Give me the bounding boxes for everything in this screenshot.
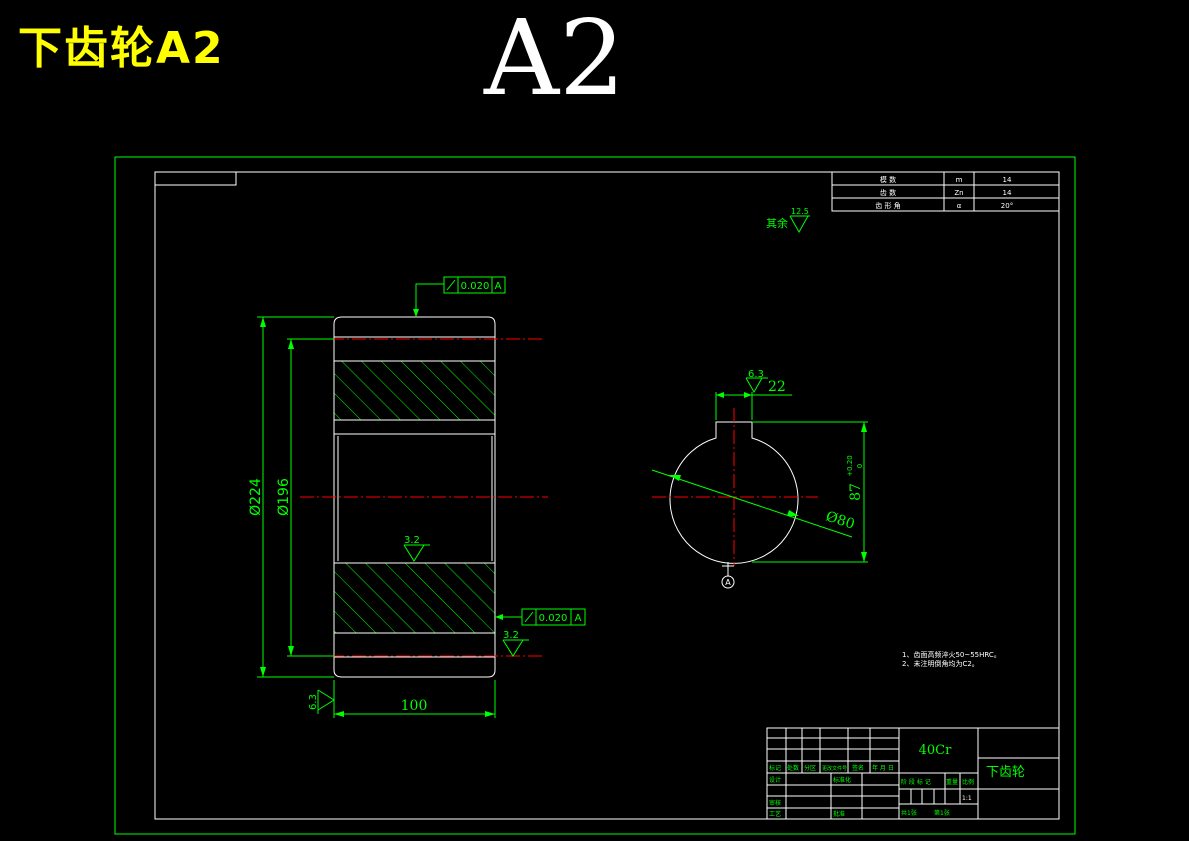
runout-value-top: 0.020 bbox=[461, 281, 490, 292]
param-symbol-1: Zn bbox=[954, 189, 963, 197]
dim-outer-diameter: Ø224 bbox=[248, 478, 264, 516]
hdr-3: 更改文件号 bbox=[822, 765, 847, 772]
process-label: 工艺 bbox=[769, 810, 781, 818]
note-2: 2、未注明倒角均为C2。 bbox=[902, 659, 979, 668]
param-name-1: 齿 数 bbox=[880, 188, 896, 197]
scale-label: 比例 bbox=[962, 778, 974, 786]
approve-label: 批准 bbox=[833, 810, 845, 818]
inner-frame bbox=[154, 171, 1060, 820]
scale-value: 1:1 bbox=[962, 795, 972, 802]
drawing-number-box bbox=[154, 171, 237, 186]
bore-view: 22 6.3 Ø80 87 +0.20 0 A bbox=[651, 369, 868, 589]
runout-value-mid: 0.020 bbox=[539, 613, 568, 624]
sheets-total: 共1张 bbox=[901, 809, 917, 817]
gear-section-view: Ø224 Ø196 100 0.020 A 0.020 A 3.2 bbox=[248, 276, 586, 718]
hatch-upper bbox=[333, 360, 496, 421]
param-value-0: 14 bbox=[1003, 176, 1012, 184]
sheet-number: 第1张 bbox=[934, 809, 950, 817]
part-name: 下齿轮 bbox=[986, 765, 1025, 780]
outer-frame bbox=[114, 156, 1076, 835]
roughness-side: 6.3 bbox=[308, 694, 319, 710]
drawing-label: 下齿轮A2 bbox=[18, 23, 225, 74]
datum-label: A bbox=[725, 578, 731, 587]
roughness-note-value: 12.5 bbox=[791, 207, 809, 216]
runout-datum-mid: A bbox=[575, 613, 582, 624]
tol-upper: +0.20 bbox=[846, 455, 854, 476]
roughness-bore: 3.2 bbox=[404, 535, 420, 546]
review-label: 审核 bbox=[769, 799, 781, 807]
param-name-0: 模 数 bbox=[880, 175, 896, 184]
dim-key-width: 22 bbox=[768, 379, 786, 395]
sheet-size-label: A2 bbox=[484, 0, 626, 119]
runout-datum-top: A bbox=[495, 281, 502, 292]
hdr-1: 处数 bbox=[787, 764, 799, 772]
param-symbol-0: m bbox=[956, 176, 963, 184]
dim-root-diameter: Ø196 bbox=[276, 478, 292, 516]
tol-lower: 0 bbox=[856, 464, 864, 468]
design-label: 设计 bbox=[769, 776, 781, 784]
dim-key-depth: 87 bbox=[848, 483, 864, 501]
hatch-lower bbox=[333, 562, 496, 634]
hdr-0: 标记 bbox=[769, 764, 781, 772]
roughness-note-prefix: 其余 bbox=[766, 216, 788, 230]
parameter-table: 模 数 m 14 齿 数 Zn 14 齿 形 角 α 20° bbox=[831, 171, 1060, 212]
standard-label: 标准化 bbox=[833, 776, 851, 784]
hdr-2: 分区 bbox=[804, 764, 816, 772]
title-block-text: 40Cr 下齿轮 标记 处数 分区 更改文件号 签名 年 月 日 设计 标准化 … bbox=[769, 743, 1025, 818]
title-block bbox=[766, 727, 1060, 820]
param-value-1: 14 bbox=[1003, 189, 1012, 197]
roughness-face: 3.2 bbox=[503, 630, 519, 641]
roughness-key: 6.3 bbox=[748, 369, 764, 380]
dim-width: 100 bbox=[401, 698, 428, 714]
stage-label: 阶 段 标 记 bbox=[901, 778, 931, 786]
weight-label: 重量 bbox=[946, 778, 958, 786]
material: 40Cr bbox=[919, 743, 952, 758]
note-1: 1、齿面高频淬火50~55HRC。 bbox=[902, 650, 1001, 659]
param-value-2: 20° bbox=[1001, 202, 1013, 210]
hdr-5: 年 月 日 bbox=[872, 764, 894, 772]
param-name-2: 齿 形 角 bbox=[875, 201, 900, 210]
param-symbol-2: α bbox=[957, 202, 962, 210]
hdr-4: 签名 bbox=[852, 764, 864, 772]
general-roughness-note: 其余 12.5 bbox=[766, 207, 810, 234]
